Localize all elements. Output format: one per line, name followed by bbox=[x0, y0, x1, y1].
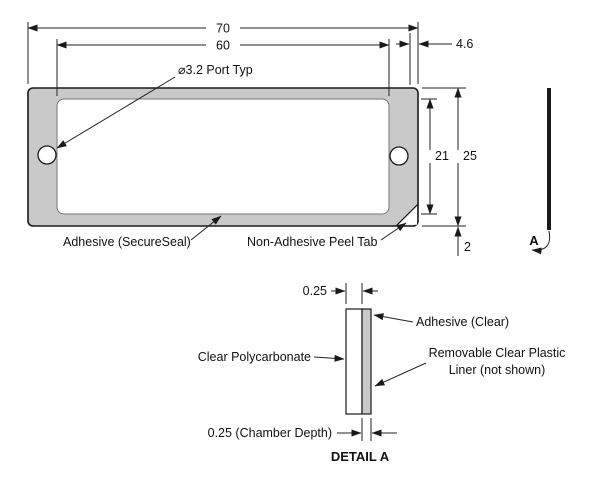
liner-label-line2: Liner (not shown) bbox=[449, 363, 546, 377]
section-view-label: A bbox=[529, 233, 539, 248]
peel-tab-leader-line bbox=[380, 222, 407, 241]
port-hole-left bbox=[37, 145, 57, 165]
dim-label-thickness: 0.25 bbox=[303, 284, 327, 298]
adhesive-clear-label: Adhesive (Clear) bbox=[416, 315, 509, 329]
dim-label-tab-offset: 4.6 bbox=[456, 37, 473, 51]
port-leader-line bbox=[56, 76, 176, 149]
top-view-dimensions: 70 60 4.6 21 25 2 ⌀3.2 Port Typ Adhesive… bbox=[27, 22, 477, 256]
detail-title: DETAIL A bbox=[331, 449, 390, 464]
dim-label-inner-height: 21 bbox=[435, 149, 449, 163]
top-view bbox=[27, 87, 419, 227]
section-view-arrow bbox=[531, 230, 551, 255]
dim-label-inner-width: 60 bbox=[216, 39, 230, 53]
polycarbonate-label: Clear Polycarbonate bbox=[198, 350, 311, 364]
adhesive-leader-line bbox=[190, 215, 222, 241]
dim-label-outer-width: 70 bbox=[216, 22, 230, 36]
liner-label-line1: Removable Clear Plastic bbox=[429, 346, 566, 360]
port-hole-right bbox=[389, 146, 409, 166]
dim-label-bottom-wall: 2 bbox=[464, 240, 471, 254]
peel-tab-cut-line bbox=[396, 204, 419, 227]
polycarbonate-leader-line bbox=[313, 354, 345, 362]
side-view: A bbox=[529, 88, 551, 255]
detail-polycarbonate-layer bbox=[345, 308, 363, 415]
liner-leader-line bbox=[374, 362, 427, 387]
dim-label-chamber-depth: 0.25 (Chamber Depth) bbox=[208, 426, 332, 440]
detail-adhesive-layer bbox=[361, 308, 372, 415]
port-callout-label: ⌀3.2 Port Typ bbox=[178, 63, 253, 77]
adhesive-clear-leader-line bbox=[373, 313, 414, 323]
adhesive-callout-label: Adhesive (SecureSeal) bbox=[63, 235, 191, 249]
dim-label-outer-height: 25 bbox=[463, 149, 477, 163]
chamber-window bbox=[56, 98, 390, 215]
peel-tab-callout-label: Non-Adhesive Peel Tab bbox=[247, 235, 377, 249]
detail-a-view: 0.25 Adhesive (Clear) Clear Polycarbonat… bbox=[198, 283, 566, 464]
